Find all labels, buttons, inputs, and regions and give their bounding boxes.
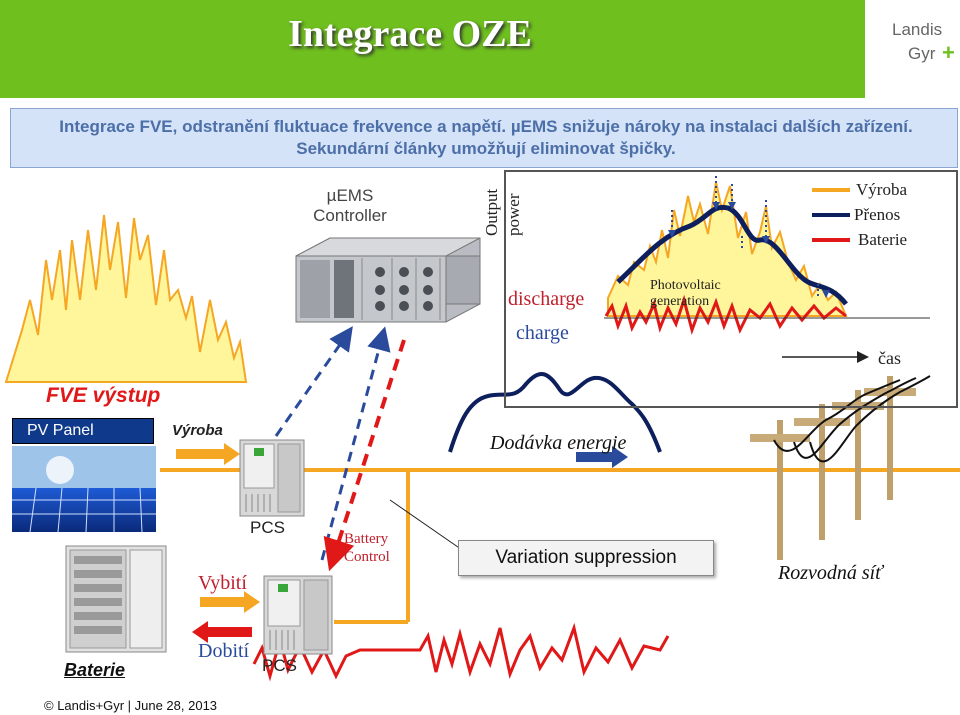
time-label: čas xyxy=(878,348,901,369)
vybiti-arrow-body xyxy=(200,597,244,607)
uems-controller-label: µEMS Controller xyxy=(300,186,400,226)
battery-control-label: Battery Control xyxy=(344,530,414,566)
legend-vyroba: Výroba xyxy=(856,180,907,200)
photovoltaic-label: Photovoltaic generation xyxy=(650,278,760,310)
pcs-cabinet-top xyxy=(240,440,304,516)
pcs-label-top: PCS xyxy=(250,518,285,538)
legend-prenos: Přenos xyxy=(854,205,900,225)
discharge-arrow-label: Vybití xyxy=(198,572,247,595)
control-line-blue-2 xyxy=(322,338,382,560)
legend-baterie: Baterie xyxy=(858,230,907,250)
footer-copyright: © Landis+Gyr | June 28, 2013 xyxy=(44,698,217,713)
battery-label: Baterie xyxy=(64,660,125,681)
pcs-label-bottom: PCS xyxy=(262,656,297,676)
charge-arrow-label: Dobití xyxy=(198,640,249,663)
vyroba-arrow-head xyxy=(224,443,240,465)
vyroba-arrow-body xyxy=(176,449,224,459)
control-line-red xyxy=(334,340,404,556)
production-label: Výroba xyxy=(172,422,223,439)
uems-label-line1: µEMS xyxy=(300,186,400,206)
energy-delivery-label: Dodávka energie xyxy=(490,432,626,455)
battery-rack xyxy=(66,546,166,652)
y-label-line1: Output xyxy=(482,189,502,236)
dobiti-arrow-body xyxy=(208,627,252,637)
control-line-blue-1 xyxy=(276,336,346,436)
uems-label-line2: Controller xyxy=(300,206,400,226)
pcs-cabinet-bottom xyxy=(264,576,332,654)
uems-controller-device xyxy=(296,238,480,322)
grid-label: Rozvodná síť xyxy=(778,562,883,585)
y-label-line2: power xyxy=(504,194,524,236)
variation-suppression-box: Variation suppression xyxy=(458,540,714,576)
fve-output-label: FVE výstup xyxy=(46,384,160,408)
pv-panel-image xyxy=(12,446,156,532)
charge-label: charge xyxy=(516,322,569,345)
discharge-label: discharge xyxy=(508,288,584,311)
pv-panel-label: PV Panel xyxy=(12,418,154,444)
pv-output-area xyxy=(6,215,246,382)
chart-y-axis-label: Output power xyxy=(474,184,534,244)
